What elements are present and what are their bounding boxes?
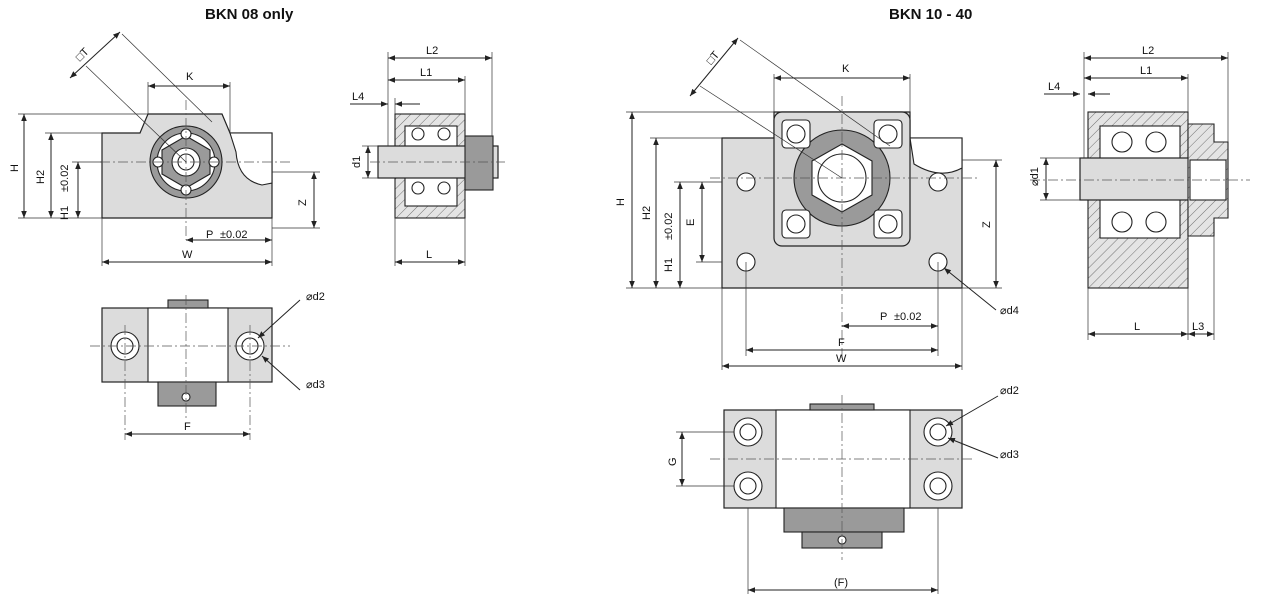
title-bkn08: BKN 08 only — [205, 6, 294, 23]
label-H2-right: H2 — [641, 206, 653, 220]
label-P-right: P — [880, 311, 887, 323]
label-d3-left: ⌀d3 — [306, 379, 325, 391]
bkn10-front-view — [626, 37, 1002, 370]
label-P-left: P — [206, 229, 213, 241]
label-H2-left: H2 — [35, 170, 47, 184]
label-L1-left: L1 — [420, 67, 432, 79]
label-W-right: W — [836, 353, 847, 365]
label-d2-right: ⌀d2 — [1000, 385, 1019, 397]
label-Z-right: Z — [981, 221, 993, 228]
label-L-right: L — [1134, 321, 1140, 333]
label-H-left: H — [9, 164, 21, 172]
label-F-paren-right: (F) — [834, 577, 848, 589]
bkn08-front-view — [18, 31, 320, 266]
label-F-left: F — [184, 421, 191, 433]
label-K-right: K — [842, 63, 850, 75]
label-tol-p-right: ±0.02 — [894, 311, 921, 323]
label-d1-left: d1 — [351, 156, 363, 168]
label-Z-left: Z — [297, 199, 309, 206]
bkn08-side-view — [350, 52, 505, 266]
label-tol-h-right: ±0.02 — [663, 213, 675, 240]
label-F-right: F — [838, 337, 845, 349]
label-L1-right: L1 — [1140, 65, 1152, 77]
bkn08-top-view — [90, 295, 301, 440]
label-E-right: E — [685, 219, 697, 226]
bkn10-top-view — [676, 395, 999, 594]
label-H1-left: H1 — [59, 206, 71, 220]
label-L3-right: L3 — [1192, 321, 1204, 333]
label-d1-right: ⌀d1 — [1029, 167, 1041, 186]
label-L2-left: L2 — [426, 45, 438, 57]
label-L4-right: L4 — [1048, 81, 1060, 93]
label-tol-p-left: ±0.02 — [220, 229, 247, 241]
label-d3-right: ⌀d3 — [1000, 449, 1019, 461]
label-tol-h2-left: ±0.02 — [59, 165, 71, 192]
label-T-right: □T — [704, 49, 722, 67]
label-H-right: H — [615, 198, 627, 206]
bkn10-side-view — [1030, 52, 1250, 340]
label-W-left: W — [182, 249, 193, 261]
label-G-right: G — [667, 457, 679, 466]
label-d4-right: ⌀d4 — [1000, 305, 1019, 317]
title-bkn10-40: BKN 10 - 40 — [889, 6, 973, 23]
label-L-left: L — [426, 249, 432, 261]
label-L4-left: L4 — [352, 91, 364, 103]
label-K-left: K — [186, 71, 194, 83]
label-L2-right: L2 — [1142, 45, 1154, 57]
label-d2-left: ⌀d2 — [306, 291, 325, 303]
label-H1-right: H1 — [663, 258, 675, 272]
